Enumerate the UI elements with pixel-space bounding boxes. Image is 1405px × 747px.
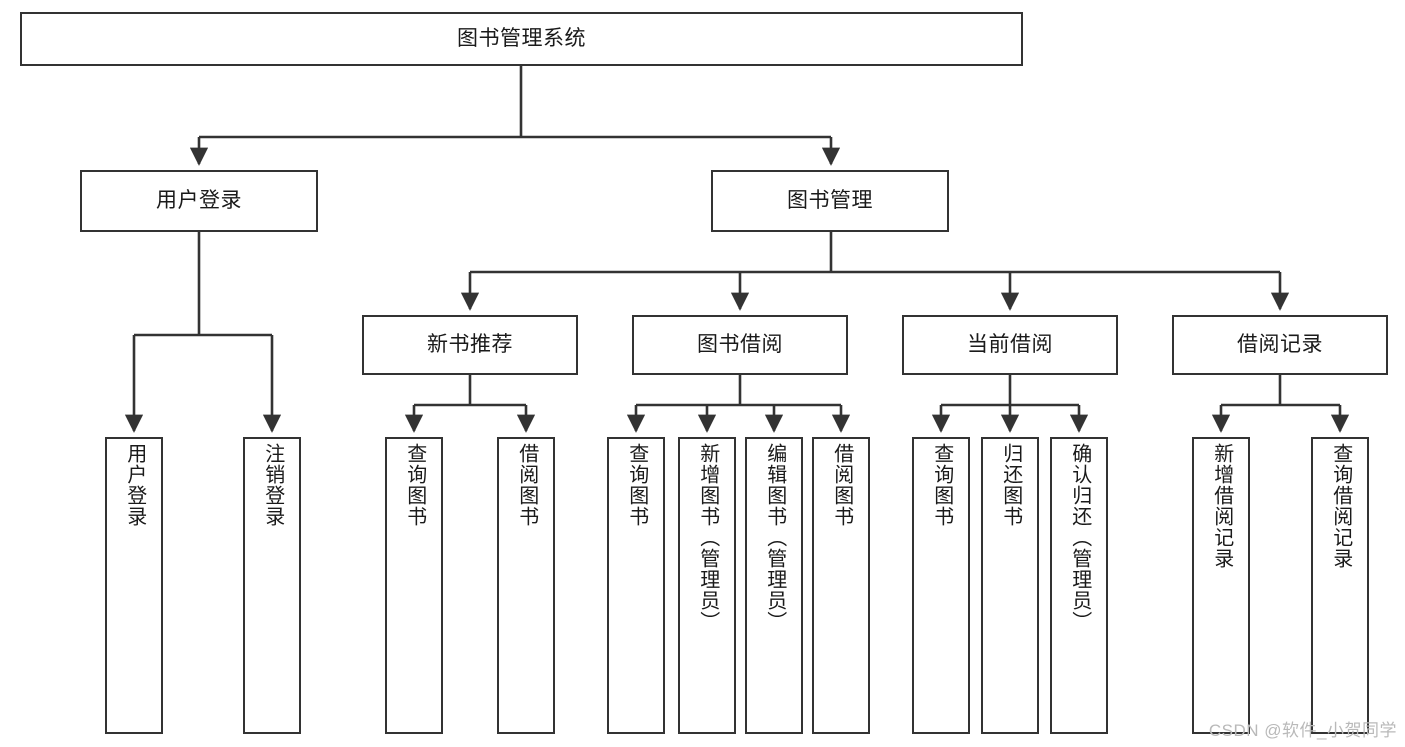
node-leaf-edit-book[interactable]: 编辑图书（管理员） <box>745 437 803 734</box>
node-leaf-return-book-label: 归还图书 <box>999 443 1022 527</box>
node-leaf-query-book-1-label: 查询图书 <box>403 443 426 527</box>
node-leaf-query-record-label: 查询借阅记录 <box>1329 443 1352 569</box>
node-new-book-rec-label: 新书推荐 <box>427 332 513 356</box>
node-borrow-record-label: 借阅记录 <box>1237 332 1323 356</box>
node-current-borrow[interactable]: 当前借阅 <box>902 315 1118 375</box>
node-leaf-borrow-book-1-label: 借阅图书 <box>515 443 538 527</box>
node-leaf-return-book[interactable]: 归还图书 <box>981 437 1039 734</box>
node-user-login[interactable]: 用户登录 <box>80 170 318 232</box>
node-new-book-rec[interactable]: 新书推荐 <box>362 315 578 375</box>
node-leaf-logout[interactable]: 注销登录 <box>243 437 301 734</box>
node-root-label: 图书管理系统 <box>457 26 586 50</box>
node-leaf-query-book-2-label: 查询图书 <box>625 443 648 527</box>
node-leaf-add-record[interactable]: 新增借阅记录 <box>1192 437 1250 734</box>
node-leaf-add-book[interactable]: 新增图书（管理员） <box>678 437 736 734</box>
node-leaf-logout-label: 注销登录 <box>261 443 284 527</box>
node-leaf-query-record[interactable]: 查询借阅记录 <box>1311 437 1369 734</box>
node-leaf-edit-book-label: 编辑图书（管理员） <box>763 443 786 632</box>
csdn-watermark: CSDN @软件_小贺同学 <box>1208 721 1397 740</box>
node-book-borrow[interactable]: 图书借阅 <box>632 315 848 375</box>
node-book-manage-label: 图书管理 <box>787 188 873 212</box>
node-leaf-borrow-book-2[interactable]: 借阅图书 <box>812 437 870 734</box>
node-leaf-borrow-book-2-label: 借阅图书 <box>830 443 853 527</box>
node-leaf-query-book-3-label: 查询图书 <box>930 443 953 527</box>
node-borrow-record[interactable]: 借阅记录 <box>1172 315 1388 375</box>
node-leaf-query-book-3[interactable]: 查询图书 <box>912 437 970 734</box>
node-leaf-add-book-label: 新增图书（管理员） <box>696 443 719 632</box>
node-leaf-query-book-1[interactable]: 查询图书 <box>385 437 443 734</box>
node-leaf-confirm-return-label: 确认归还（管理员） <box>1068 443 1091 632</box>
node-leaf-query-book-2[interactable]: 查询图书 <box>607 437 665 734</box>
node-leaf-confirm-return[interactable]: 确认归还（管理员） <box>1050 437 1108 734</box>
node-leaf-add-record-label: 新增借阅记录 <box>1210 443 1233 569</box>
node-leaf-user-login[interactable]: 用户登录 <box>105 437 163 734</box>
node-root[interactable]: 图书管理系统 <box>20 12 1023 66</box>
node-user-login-label: 用户登录 <box>156 188 242 212</box>
node-book-borrow-label: 图书借阅 <box>697 332 783 356</box>
node-book-manage[interactable]: 图书管理 <box>711 170 949 232</box>
node-current-borrow-label: 当前借阅 <box>967 332 1053 356</box>
node-leaf-user-login-label: 用户登录 <box>123 443 146 527</box>
node-leaf-borrow-book-1[interactable]: 借阅图书 <box>497 437 555 734</box>
